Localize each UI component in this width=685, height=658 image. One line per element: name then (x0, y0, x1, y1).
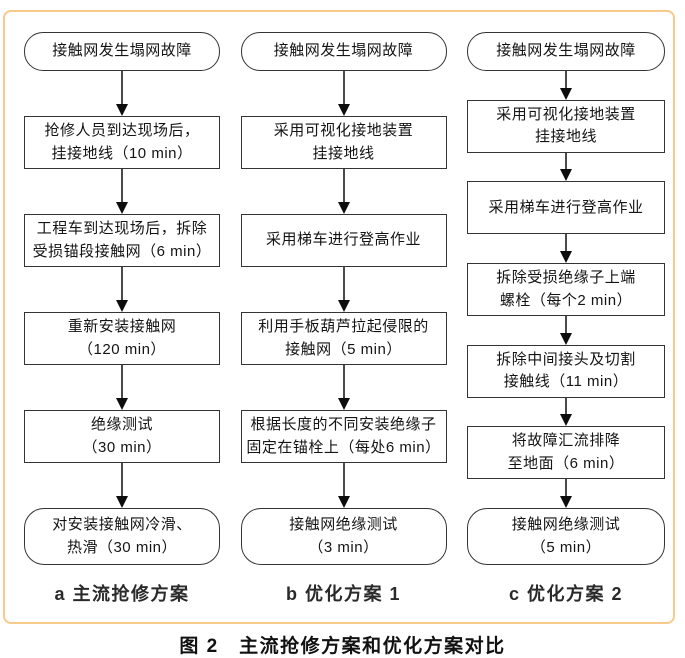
flow-node-process: 工程车到达现场后，拆除 受损锚段接触网（6 min） (24, 214, 220, 267)
arrow-line (342, 463, 345, 497)
arrow-head-icon (560, 414, 572, 427)
down-arrow-connector (241, 365, 447, 410)
panel-label-a: a 主流抢修方案 (54, 584, 190, 604)
arrow-head-icon (560, 87, 572, 100)
flowchart-c-area: 接触网发生塌网故障 采用可视化接地装置 挂接地线 采用梯车进行登高作业 (467, 32, 665, 566)
arrow-line (121, 267, 123, 301)
flow-node-process: 抢修人员到达现场后， 挂接地线（10 min） (24, 116, 220, 169)
arrow-line (565, 71, 567, 89)
flow-node-end: 接触网绝缘测试 （3 min） (240, 508, 447, 565)
flow-node-start: 接触网发生塌网故障 (24, 32, 220, 71)
arrow-line (565, 152, 567, 171)
down-arrow-connector (467, 234, 665, 264)
arrow-line (121, 463, 123, 497)
flowchart-panel-a: 接触网发生塌网故障 抢修人员到达现场后， 挂接地线（10 min） 工程车到达现… (24, 32, 220, 622)
down-arrow-connector (467, 316, 665, 345)
arrow-line (565, 479, 567, 498)
flow-node-process: 采用可视化接地装置 挂接地线 (240, 116, 447, 169)
down-arrow-connector (24, 267, 220, 312)
down-arrow-connector (24, 71, 220, 116)
flow-node-process: 采用可视化接地装置 挂接地线 (467, 99, 665, 153)
node-text: 绝缘测试 （30 min） (82, 416, 162, 456)
arrow-line (121, 169, 123, 203)
node-text: 采用梯车进行登高作业 (488, 198, 644, 216)
panel-label-b: b 优化方案 1 (285, 584, 401, 604)
node-text: 拆除受损绝缘子上端 螺栓（每个2 min） (496, 269, 636, 309)
node-text: 接触网绝缘测试 （3 min） (289, 516, 398, 556)
figure-frame: 接触网发生塌网故障 抢修人员到达现场后， 挂接地线（10 min） 工程车到达现… (3, 10, 675, 624)
flow-node-process: 采用梯车进行登高作业 (467, 181, 665, 235)
panel-label-c: c 优化方案 2 (508, 584, 624, 604)
arrow-head-icon (116, 398, 128, 410)
arrow-head-icon (337, 300, 350, 312)
node-text: 利用手板葫芦拉起侵限的 接触网（5 min） (258, 318, 429, 358)
node-text: 采用可视化接地装置 挂接地线 (273, 122, 414, 162)
flow-node-process: 根据长度的不同安装绝缘子 固定在锚栓上（每处6 min） (240, 410, 447, 463)
down-arrow-connector (467, 71, 665, 100)
arrow-line (342, 267, 345, 301)
flowchart-panel-c: 接触网发生塌网故障 采用可视化接地装置 挂接地线 采用梯车进行登高作业 (467, 32, 665, 622)
arrow-head-icon (560, 251, 572, 264)
arrow-head-icon (116, 496, 128, 508)
arrow-line (342, 169, 345, 203)
arrow-line (565, 397, 567, 416)
node-text: 接触网发生塌网故障 (496, 42, 636, 60)
down-arrow-connector (467, 479, 665, 509)
flow-node-end: 接触网绝缘测试 （5 min） (467, 508, 665, 566)
arrow-head-icon (337, 496, 350, 508)
arrow-head-icon (560, 332, 572, 345)
down-arrow-connector (241, 463, 447, 508)
down-arrow-connector (241, 71, 447, 116)
node-text: 接触网发生塌网故障 (273, 42, 414, 60)
figure-caption: 图 2 主流抢修方案和优化方案对比 (179, 636, 506, 657)
flowchart-panel-b: 接触网发生塌网故障 采用可视化接地装置 挂接地线 采用梯车进行登高作业 (240, 32, 447, 622)
down-arrow-connector (467, 152, 665, 182)
down-arrow-connector (24, 169, 220, 214)
node-text: 重新安装接触网 （120 min） (67, 318, 177, 358)
arrow-head-icon (337, 202, 350, 214)
flow-node-start: 接触网发生塌网故障 (467, 32, 665, 71)
arrow-head-icon (560, 496, 572, 509)
arrow-line (121, 365, 123, 399)
arrow-head-icon (560, 169, 572, 182)
down-arrow-connector (241, 169, 447, 214)
flowchart-b-area: 接触网发生塌网故障 采用可视化接地装置 挂接地线 采用梯车进行登高作业 (240, 32, 447, 565)
arrow-head-icon (337, 104, 350, 116)
node-text: 接触网绝缘测试 （5 min） (511, 516, 621, 556)
arrow-head-icon (116, 300, 128, 312)
flow-node-start: 接触网发生塌网故障 (240, 32, 447, 71)
flow-node-process: 拆除中间接头及切割 接触线（11 min） (467, 344, 665, 398)
down-arrow-connector (467, 397, 665, 427)
flow-node-process: 重新安装接触网 （120 min） (24, 312, 220, 365)
node-text: 工程车到达现场后，拆除 受损锚段接触网（6 min） (32, 220, 212, 260)
flowchart-a-area: 接触网发生塌网故障 抢修人员到达现场后， 挂接地线（10 min） 工程车到达现… (24, 32, 220, 565)
down-arrow-connector (24, 463, 220, 508)
node-text: 抢修人员到达现场后， 挂接地线（10 min） (44, 122, 200, 162)
node-text: 接触网发生塌网故障 (52, 42, 192, 60)
arrow-line (342, 71, 345, 105)
flow-node-process: 拆除受损绝缘子上端 螺栓（每个2 min） (467, 263, 665, 317)
node-text: 采用可视化接地装置 挂接地线 (496, 105, 636, 146)
arrow-line (342, 365, 345, 399)
down-arrow-connector (24, 365, 220, 410)
arrow-line (121, 71, 123, 105)
down-arrow-connector (241, 267, 447, 312)
node-text: 根据长度的不同安装绝缘子 固定在锚栓上（每处6 min） (246, 416, 441, 456)
node-text: 对安装接触网冷滑、 热滑（30 min） (52, 516, 192, 556)
node-text: 将故障汇流排降 至地面（6 min） (507, 432, 625, 472)
arrow-head-icon (116, 104, 128, 116)
arrow-head-icon (337, 398, 350, 410)
node-text: 采用梯车进行登高作业 (265, 231, 421, 249)
arrow-line (565, 316, 567, 334)
arrow-head-icon (116, 202, 128, 214)
flow-node-process: 利用手板葫芦拉起侵限的 接触网（5 min） (240, 312, 447, 365)
flow-node-end: 对安装接触网冷滑、 热滑（30 min） (24, 508, 220, 565)
flow-node-process: 绝缘测试 （30 min） (24, 410, 220, 463)
flow-node-process: 将故障汇流排降 至地面（6 min） (467, 426, 665, 480)
arrow-line (565, 234, 567, 253)
flow-node-process: 采用梯车进行登高作业 (240, 214, 447, 267)
node-text: 拆除中间接头及切割 接触线（11 min） (496, 350, 636, 391)
